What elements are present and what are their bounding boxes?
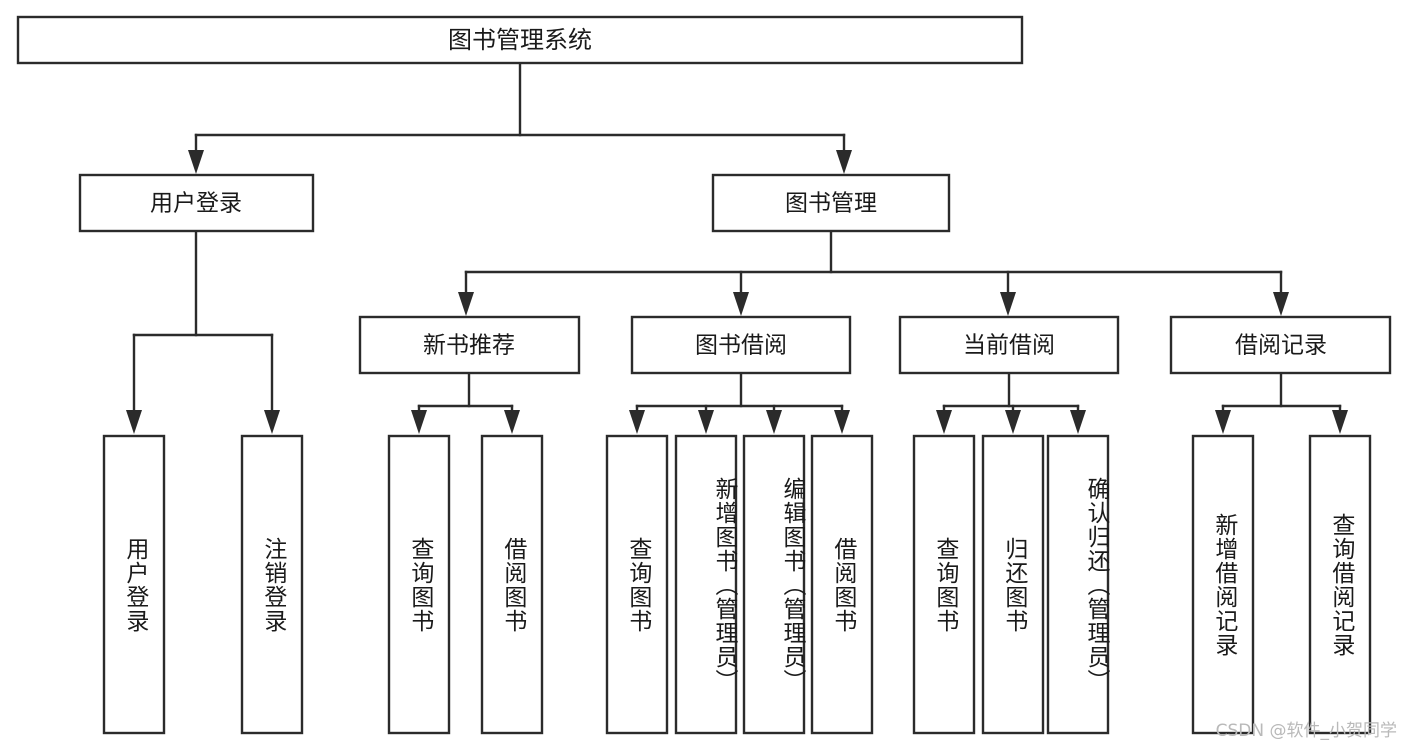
leaf-box-bookborrow-borrow[interactable] [810, 434, 874, 735]
connector-bookborrow-to-leaves [629, 371, 850, 434]
node-book-borrow-label: 图书借阅 [695, 333, 787, 359]
leaf-box-newbook-borrow[interactable] [480, 434, 544, 735]
connector-root-to-level2 [188, 61, 852, 174]
node-book-borrow[interactable]: 图书借阅 [630, 315, 852, 375]
node-user-login-label: 用户登录 [150, 191, 242, 217]
leaf-box-bookborrow-query[interactable] [605, 434, 669, 735]
connector-currentborrow-to-leaves [936, 371, 1086, 434]
leaf-box-currentborrow-confirm[interactable] [1046, 434, 1110, 735]
connector-newbook-to-leaves [411, 371, 520, 434]
node-new-book-recommend-label: 新书推荐 [423, 333, 515, 359]
node-root-label: 图书管理系统 [448, 26, 592, 54]
leaf-box-user-login-login[interactable] [102, 434, 166, 735]
node-root[interactable]: 图书管理系统 [16, 15, 1024, 65]
node-book-management[interactable]: 图书管理 [711, 173, 951, 233]
node-user-login[interactable]: 用户登录 [78, 173, 315, 233]
leaf-box-bookborrow-edit[interactable] [742, 434, 806, 735]
watermark: CSDN @软件_小贺同学 [1215, 721, 1397, 741]
node-new-book-recommend[interactable]: 新书推荐 [358, 315, 581, 375]
leaf-box-newbook-query[interactable] [387, 434, 451, 735]
leaf-box-currentborrow-query[interactable] [912, 434, 976, 735]
node-borrow-record-label: 借阅记录 [1235, 333, 1327, 359]
connector-bookmgmt-to-level3 [458, 229, 1289, 316]
node-current-borrow-label: 当前借阅 [963, 333, 1055, 359]
leaf-box-user-login-logout[interactable] [240, 434, 304, 735]
node-current-borrow[interactable]: 当前借阅 [898, 315, 1120, 375]
connector-borrowrecord-to-leaves [1215, 371, 1348, 434]
leaf-box-currentborrow-return[interactable] [981, 434, 1045, 735]
leaf-box-borrowrecord-query[interactable] [1308, 434, 1372, 735]
leaf-box-bookborrow-add[interactable] [674, 434, 738, 735]
node-book-management-label: 图书管理 [785, 191, 877, 217]
node-borrow-record[interactable]: 借阅记录 [1169, 315, 1392, 375]
connector-userlogin-to-leaves [126, 229, 280, 434]
leaf-box-borrowrecord-add[interactable] [1191, 434, 1255, 735]
